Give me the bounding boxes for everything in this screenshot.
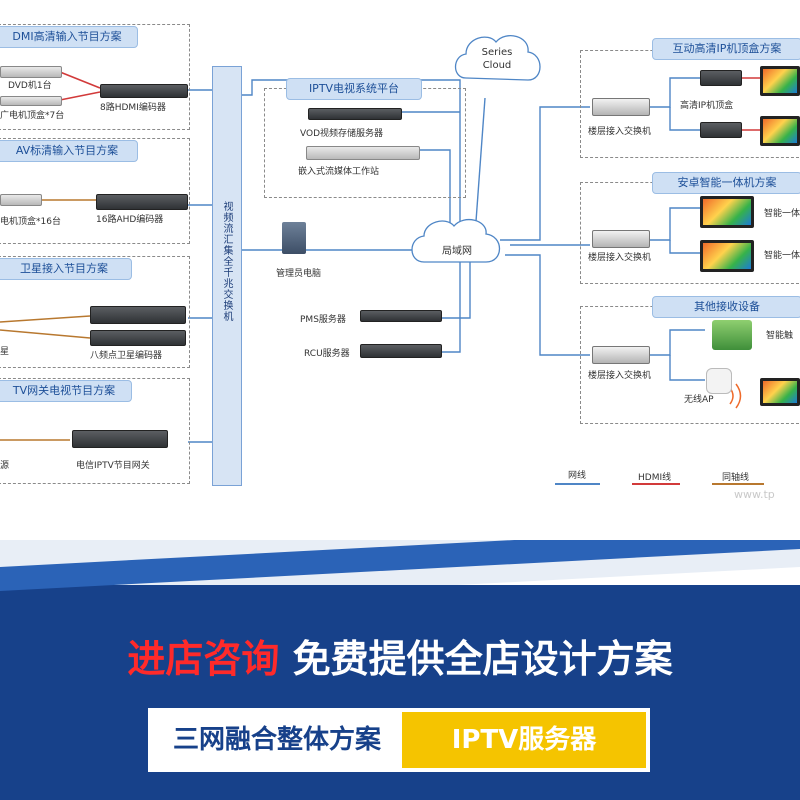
hdmi-encoder	[100, 84, 188, 98]
iptv-gateway-label: 电信IPTV节目网关	[76, 461, 150, 471]
vod-server-label: VOD视频存储服务器	[300, 129, 384, 139]
ipstb-section-title: 互动高清IP机顶盒方案	[652, 38, 800, 60]
tv-screen-2	[760, 116, 800, 146]
ahd-encoder-label: 16路AHD编码器	[96, 215, 164, 225]
rcu-label: RCU服务器	[304, 349, 350, 359]
pms-server	[360, 310, 442, 322]
link-core-vod	[240, 79, 461, 235]
floor-switch-3-label: 楼层接入交换机	[588, 371, 652, 381]
coax-wire-1	[0, 315, 91, 323]
headline-white-text: 免费提供全店设计方案	[292, 637, 673, 681]
sat-section-title: 卫星接入节目方案	[0, 258, 132, 280]
vod-server	[308, 108, 402, 120]
gw-section-title: TV网关电视节目方案	[0, 380, 132, 402]
network-diagram: DMI高清输入节目方案 DVD机1台 广电机顶盒*7台 8路HDMI编码器 AV…	[0, 24, 800, 501]
headline-red-text: 进店咨询	[127, 637, 280, 681]
promo-banner: 进店咨询 免费提供全店设计方案 三网融合整体方案 IPTV服务器	[0, 540, 800, 800]
gw-section-box	[0, 378, 190, 484]
touch-terminal	[712, 320, 752, 350]
av-section-title: AV标清输入节目方案	[0, 140, 138, 162]
link-stream	[420, 149, 451, 235]
tag-iptv-server: IPTV服务器	[402, 712, 646, 768]
link-sw3	[648, 329, 705, 356]
av-settop	[0, 194, 42, 206]
sat-encoder-label: 八频点卫星编码器	[90, 351, 163, 361]
link-sw3b	[669, 355, 705, 381]
sat-encoder-2	[90, 330, 186, 346]
rcu-server	[360, 344, 442, 358]
link-lan-rcu	[440, 262, 461, 353]
ahd-encoder	[96, 194, 188, 210]
link-lan-right1	[500, 106, 590, 241]
settop-box	[0, 96, 62, 106]
platform-title: IPTV电视系统平台	[286, 78, 422, 100]
hdmi-encoder-label: 8路HDMI编码器	[100, 103, 166, 113]
pms-label: PMS服务器	[300, 315, 346, 325]
lan-cloud-shape	[411, 218, 501, 263]
hdmi-section-title: DMI高清输入节目方案	[0, 26, 138, 48]
core-switch-label: 视频流汇集全千兆交换机	[221, 201, 232, 322]
series-cloud-label: Series Cloud	[481, 47, 513, 71]
link-lan-right3	[505, 254, 590, 356]
av-settop-label: 电机顶盒*16台	[0, 217, 61, 227]
hdmi-wire-2	[59, 91, 101, 101]
core-gigabit-switch: 视频流汇集全千兆交换机	[212, 66, 242, 486]
other-screen	[760, 378, 800, 406]
legend-coax-label: 同轴线	[722, 473, 750, 483]
other-section-title: 其他接收设备	[652, 296, 800, 318]
hdmi-wire-1	[59, 71, 101, 89]
banner-headline: 进店咨询 免费提供全店设计方案	[0, 628, 800, 683]
floor-switch-2	[592, 230, 650, 248]
wireless-ap-label: 无线AP	[684, 395, 714, 405]
connection-lines	[0, 35, 764, 485]
other-section-box	[580, 306, 800, 424]
android-tv-1-label: 智能一体	[764, 209, 800, 219]
sat-left-label: 星	[0, 347, 10, 357]
wireless-ap	[706, 368, 732, 394]
dvd-player	[0, 66, 62, 78]
android-tv-1	[700, 196, 754, 228]
sat-section-box	[0, 256, 190, 368]
tag-three-network: 三网融合整体方案	[152, 712, 402, 768]
series-cloud-shape	[454, 35, 541, 81]
dvd-label: DVD机1台	[8, 81, 52, 91]
link-cloud-lan	[474, 97, 486, 236]
stream-workstation-label: 嵌入式流媒体工作站	[298, 167, 380, 177]
iptv-gateway	[72, 430, 168, 448]
link-sw2-tv2	[669, 240, 700, 254]
sat-encoder-1	[90, 306, 186, 324]
gw-left-label: 源	[0, 461, 10, 471]
android-tv-2	[700, 240, 754, 272]
floor-switch-1	[592, 98, 650, 116]
touch-terminal-label: 智能触	[766, 331, 794, 341]
ip-stb-1	[700, 70, 742, 86]
settop-label: 广电机顶盒*7台	[0, 111, 65, 121]
link-sw1-stb2	[669, 107, 700, 131]
link-sw1-stb	[648, 77, 700, 108]
tv-screen-1	[760, 66, 800, 96]
floor-switch-3	[592, 346, 650, 364]
ip-stb-label: 高清IP机顶盒	[680, 101, 734, 111]
stream-workstation	[306, 146, 420, 160]
link-sw2-tv	[648, 207, 700, 241]
admin-pc-icon	[282, 222, 306, 254]
android-section-title: 安卓智能一体机方案	[652, 172, 800, 194]
link-lan-pms	[440, 262, 471, 319]
lan-label: 局域网	[442, 246, 472, 257]
platform-box	[264, 88, 466, 198]
android-tv-2-label: 智能一体	[764, 251, 800, 261]
coax-wire-2	[0, 329, 91, 339]
hdmi-section-box	[0, 24, 190, 130]
legend-hdmi-label: HDMI线	[638, 473, 672, 483]
legend-net-label: 网线	[568, 471, 587, 481]
floor-switch-2-label: 楼层接入交换机	[588, 253, 652, 263]
av-section-box	[0, 138, 190, 244]
watermark: www.tp	[734, 488, 775, 501]
admin-pc-label: 管理员电脑	[276, 269, 322, 279]
ip-stb-2	[700, 122, 742, 138]
floor-switch-1-label: 楼层接入交换机	[588, 127, 652, 137]
